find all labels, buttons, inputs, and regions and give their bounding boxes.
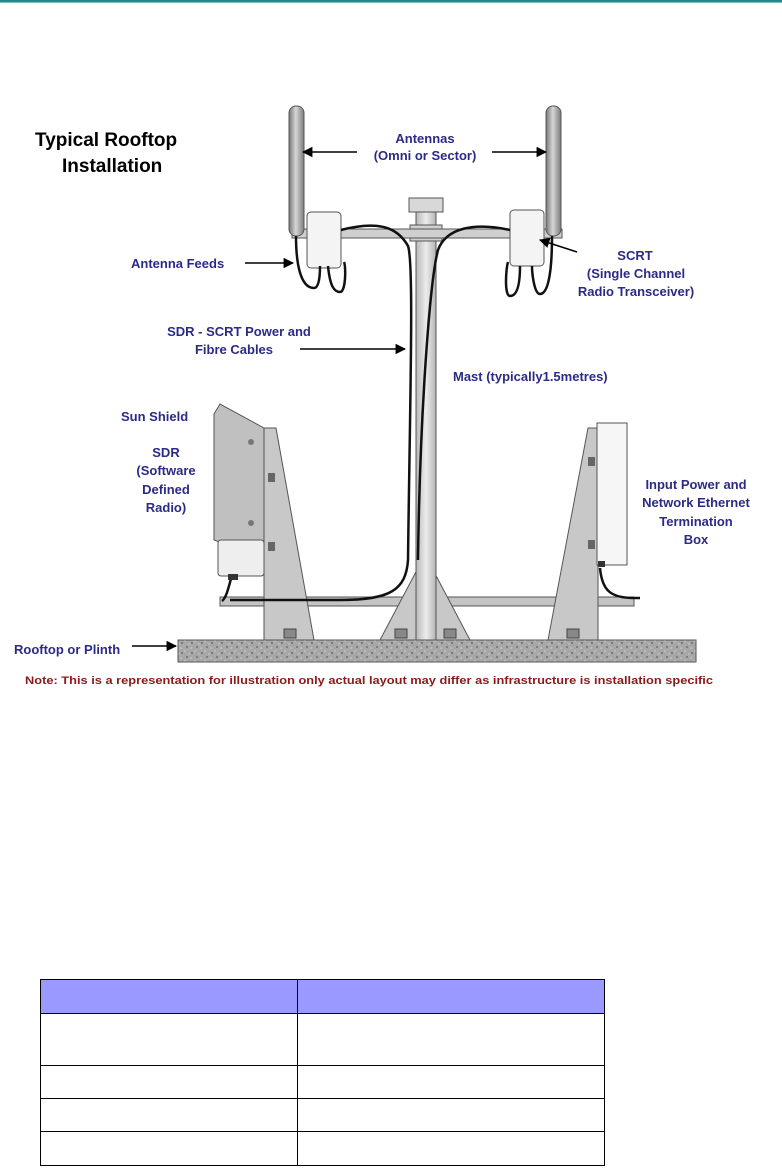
sdr-unit <box>217 539 265 577</box>
sdr-label-line3: Defined <box>142 482 190 497</box>
scrt-label-line3: Radio Transceiver) <box>578 284 694 299</box>
left-scrt-box <box>306 211 342 269</box>
mast-base-plate-left <box>394 628 408 639</box>
right-support-foot <box>566 628 580 639</box>
sdr-cables-label-line2: Fibre Cables <box>195 342 273 357</box>
right-bolt-2 <box>588 540 595 549</box>
sdr-label-line1: SDR <box>152 445 180 460</box>
sun-shield-label: Sun Shield <box>121 409 188 424</box>
scrt-label-line2: (Single Channel <box>587 266 685 281</box>
table-cell <box>297 1065 605 1099</box>
sdr-label-line2: (Software <box>136 463 195 478</box>
rooftop-installation-diagram: Typical Rooftop Installation Antennas (O… <box>14 105 750 687</box>
header-rule <box>0 0 782 4</box>
sun-shield <box>213 403 265 559</box>
table-row <box>40 1065 605 1099</box>
input-power-label-line3: Termination <box>659 514 732 529</box>
scrt-label-line1: SCRT <box>617 248 652 263</box>
header-rule-shadow <box>0 2 782 3</box>
antennas-label-line1: Antennas <box>395 131 454 146</box>
rooftop-label: Rooftop or Plinth <box>14 642 120 657</box>
sdr-cables-label-line1: SDR - SCRT Power and <box>167 324 311 339</box>
spec-table <box>40 979 605 1166</box>
right-bolt-1 <box>588 457 595 466</box>
header-rule-line <box>0 0 782 2</box>
input-power-box <box>596 422 628 566</box>
disclaimer-note: Note: This is a representation for illus… <box>25 675 713 687</box>
table-cell <box>40 1131 298 1166</box>
table-header-row <box>40 979 605 1014</box>
left-bolt-1 <box>268 473 275 482</box>
left-antenna <box>288 105 305 237</box>
table-header-cell <box>40 979 298 1014</box>
input-power-label-line2: Network Ethernet <box>642 495 750 510</box>
diagram-title-line1: Typical Rooftop <box>35 130 177 151</box>
antenna-cables <box>221 224 640 602</box>
table-cell <box>297 1013 605 1066</box>
table-row <box>40 1131 605 1166</box>
mast-base-plate-right <box>443 628 457 639</box>
sun-shield-bolt-top <box>248 439 254 445</box>
sun-shield-bolt-bottom <box>248 520 254 526</box>
callout-arrows <box>132 146 578 652</box>
antennas-label-line2: (Omni or Sector) <box>374 148 477 163</box>
right-support-bracket <box>547 427 599 641</box>
left-bolt-2 <box>268 542 275 551</box>
input-power-label-line1: Input Power and <box>645 477 746 492</box>
table-cell <box>40 1065 298 1099</box>
right-antenna <box>545 105 562 237</box>
input-power-box-connector <box>598 561 605 567</box>
table-row <box>40 1098 605 1132</box>
diagram-title-line2: Installation <box>62 156 162 177</box>
right-scrt-box <box>509 209 545 267</box>
table-cell <box>40 1013 298 1066</box>
table-cell <box>40 1098 298 1132</box>
antenna-feeds-label: Antenna Feeds <box>131 256 224 271</box>
table-cell <box>297 1098 605 1132</box>
table-cell <box>297 1131 605 1166</box>
left-support-foot <box>283 628 297 639</box>
rooftop-plinth <box>177 639 697 663</box>
mast-label: Mast (typically1.5metres) <box>453 369 608 384</box>
table-header-cell <box>297 979 605 1014</box>
sdr-connector <box>228 574 238 580</box>
sdr-label-line4: Radio) <box>146 500 186 515</box>
table-row <box>40 1013 605 1066</box>
left-support-bracket <box>263 427 315 641</box>
mast-top-cap <box>408 197 444 213</box>
input-power-label-line4: Box <box>684 532 709 547</box>
